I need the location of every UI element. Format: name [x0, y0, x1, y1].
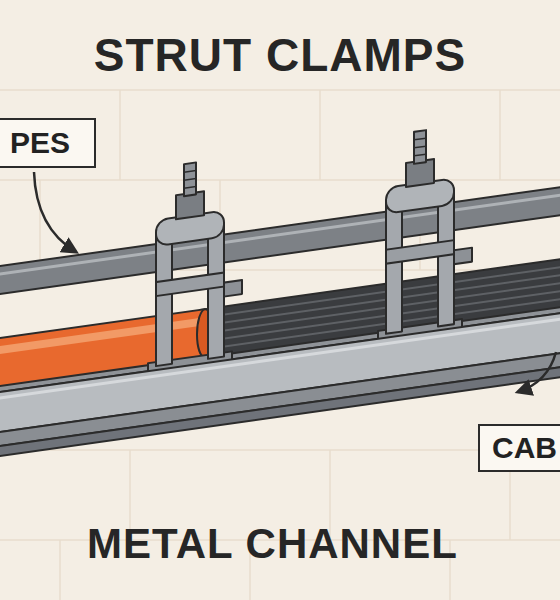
clamp-plate — [386, 200, 402, 334]
leader-arrow — [34, 172, 76, 252]
diagram-title: STRUT CLAMPS — [0, 28, 560, 82]
clamp-strap — [386, 240, 454, 264]
clamp-plate — [208, 225, 224, 359]
clamp-tab — [224, 280, 242, 297]
channel-flange — [0, 366, 560, 458]
channel-bottom-lip — [0, 352, 560, 448]
diagram-caption: METAL CHANNEL — [0, 520, 545, 568]
pipe-highlight — [0, 194, 560, 276]
label-box: PES — [0, 118, 96, 168]
clamp-strap — [156, 273, 224, 297]
threaded-rod — [414, 130, 426, 164]
strut-assembly — [0, 110, 560, 458]
rod-thread — [414, 138, 426, 156]
clamp-plate — [438, 192, 454, 326]
label-text: PES — [0, 126, 70, 160]
threaded-rod — [184, 162, 196, 196]
pipe-highlight — [0, 317, 205, 355]
clamp-plate — [156, 232, 172, 366]
strut-clamp — [148, 156, 242, 375]
rod-thread — [184, 170, 196, 188]
label-box: CAB — [478, 424, 560, 472]
clamp-tab — [454, 248, 472, 265]
strut-clamp — [378, 124, 472, 343]
leader-arrow — [518, 352, 556, 392]
label-text: CAB — [480, 431, 557, 465]
